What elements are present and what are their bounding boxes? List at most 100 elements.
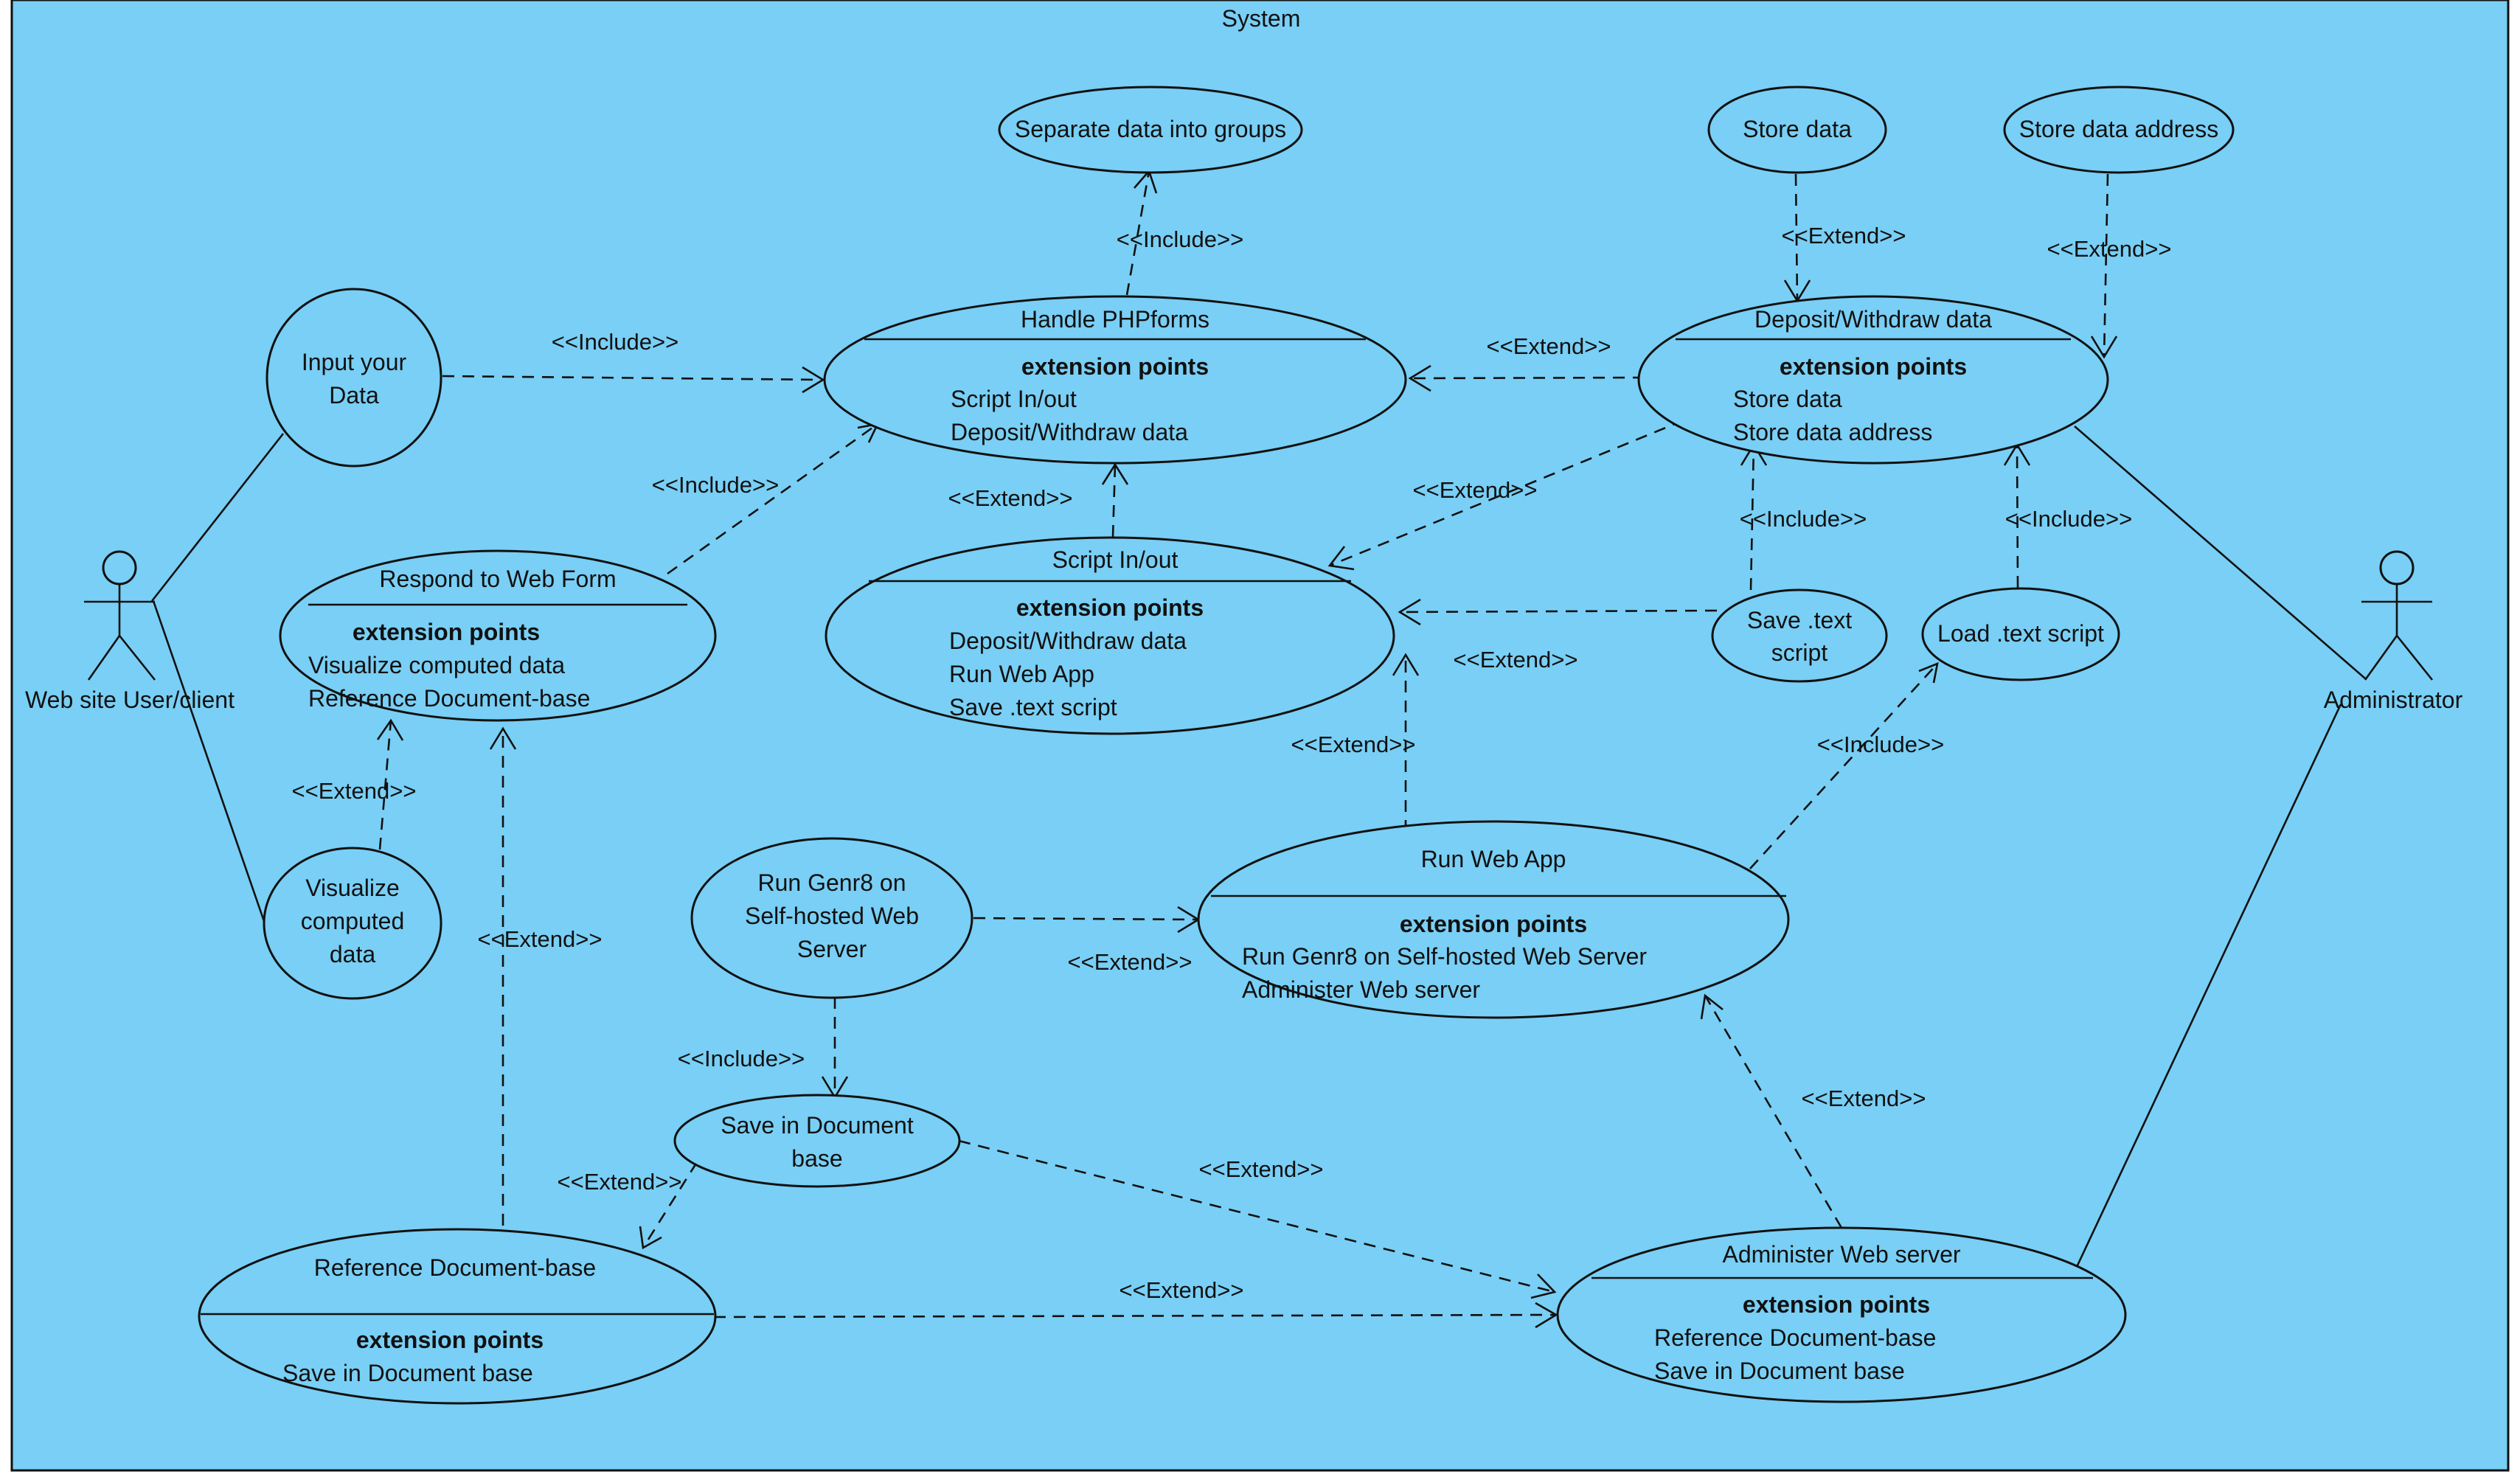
usecase-run-genr8[interactable]: Run Genr8 on Self-hosted Web Server [690,837,973,999]
usecase-script-io[interactable]: Script In/out extension points Deposit/W… [825,536,1395,735]
include-label: <<Include>> [678,1046,805,1071]
dep-input-handlephp [442,375,824,381]
usecase-name: Deposit/Withdraw data [1754,306,1992,333]
actor-user-label: Web site User/client [25,687,235,713]
extension-points-title: extension points [1780,353,1967,380]
usecase-label: Store data address [2019,116,2218,142]
extension-point: Administer Web server [1242,976,1480,1003]
extend-label: <<Extend>> [1413,477,1538,503]
usecase-handle-php[interactable]: Handle PHPforms extension points Script … [823,295,1407,465]
dep-adminweb-runweb [1704,995,1843,1229]
usecase-name: Script In/out [1052,546,1179,573]
extend-label: <<Extend>> [478,926,603,952]
include-label: <<Include>> [552,329,678,355]
dep-respond-handlephp [667,423,878,575]
actor-admin-label: Administrator [2324,687,2463,713]
extend-label: <<Extend>> [1454,647,1578,673]
extend-label: <<Extend>> [1068,949,1193,975]
usecase-label: Save .text [1747,607,1852,633]
usecase-name: Handle PHPforms [1021,306,1209,333]
extend-label: <<Extend>> [1120,1277,1244,1303]
usecase-label: Self-hosted Web [745,903,919,929]
include-label: <<Include>> [2005,506,2132,532]
usecase-label: Run Genr8 on [757,869,906,896]
usecase-save-doc[interactable]: Save in Document base [673,1094,961,1188]
extend-label: <<Extend>> [2047,236,2172,262]
extension-points-title: extension points [356,1327,544,1353]
system-boundary [10,0,2510,1472]
extend-label: <<Extend>> [1487,333,1611,359]
usecase-respond-form[interactable]: Respond to Web Form extension points Vis… [279,549,717,722]
usecase-load-text[interactable]: Load .text script [1921,587,2120,681]
usecase-visualize[interactable]: Visualize computed data [263,847,442,1000]
extension-points-title: extension points [1743,1291,1930,1318]
arrowhead [1392,653,1420,676]
arrowhead [1530,1274,1557,1299]
usecase-reference-doc[interactable]: Reference Document-base extension points… [198,1228,717,1405]
dep-storeaddr-deposit [2103,173,2109,358]
actor-leg [2395,635,2434,681]
usecase-name: Reference Document-base [314,1254,596,1281]
extension-points-title: extension points [1021,353,1209,380]
dep-storedata-deposit [1794,173,1799,302]
usecase-store-data[interactable]: Store data [1707,86,1887,174]
actor-leg [87,635,121,681]
usecase-label: computed [301,908,405,934]
include-label: <<Include>> [1817,732,1944,757]
usecase-label: Visualize [305,875,399,901]
usecase-save-text[interactable]: Save .text script [1711,588,1888,683]
extension-point: Script In/out [951,386,1077,412]
extension-point: Save in Document base [1654,1358,1905,1384]
usecase-separate[interactable]: Separate data into groups [998,86,1303,174]
arrowhead [376,718,404,741]
extend-label: <<Extend>> [1782,223,1906,249]
arrowhead [1398,598,1421,626]
usecase-administer-web[interactable]: Administer Web server extension points R… [1556,1226,2127,1403]
usecase-deposit-withdraw[interactable]: Deposit/Withdraw data extension points S… [1637,295,2109,465]
extension-point: Run Genr8 on Self-hosted Web Server [1242,943,1647,970]
usecase-name: Run Web App [1421,846,1566,872]
extension-point: Run Web App [949,661,1094,687]
assoc-user-visualize [152,600,267,926]
dep-savedoc-refdoc [642,1161,698,1248]
actor-admin[interactable]: Administrator [2324,550,2463,713]
extension-point: Store data [1733,386,1842,412]
extension-point: Deposit/Withdraw data [949,628,1187,654]
include-label: <<Include>> [652,472,779,498]
assoc-user-input [150,433,285,602]
arrowhead [1535,1302,1558,1329]
extend-label: <<Extend>> [558,1169,682,1195]
dep-savetext-scriptio [1399,609,1718,614]
extension-point: Deposit/Withdraw data [951,419,1188,445]
usecase-run-web-app[interactable]: Run Web App extension points Run Genr8 o… [1197,820,1790,1019]
assoc-admin-adminweb [2075,703,2342,1268]
extend-label: <<Extend>> [1291,732,1416,757]
dep-savetext-deposit [1749,444,1755,591]
extension-point: Save in Document base [282,1360,533,1386]
extension-points-title: extension points [353,619,540,645]
assoc-admin-deposit [2074,425,2366,679]
extension-points-title: extension points [1400,911,1587,937]
usecase-store-address[interactable]: Store data address [2003,86,2235,174]
arrowhead [1327,546,1355,571]
usecase-name: Administer Web server [1722,1241,1960,1268]
usecase-input-data[interactable]: Input your Data [265,288,442,468]
extension-point: Save .text script [949,694,1117,720]
arrowhead [1408,364,1431,392]
actor-head [102,550,137,586]
actor-user[interactable]: Web site User/client [25,550,235,713]
usecase-label: Server [797,936,867,962]
extend-label: <<Extend>> [292,778,417,804]
usecase-name: Respond to Web Form [379,566,616,592]
extend-label: <<Extend>> [1199,1156,1324,1182]
arrowhead [1101,462,1129,485]
arrowhead [639,1226,662,1250]
usecase-label: data [330,941,375,967]
extension-points-title: extension points [1016,594,1204,621]
actor-leg [2364,635,2398,681]
dep-runGenr8-runweb [973,917,1199,921]
extension-point: Store data address [1733,419,1932,445]
dep-scriptio-handlephp [1111,464,1117,538]
usecase-label: Save in Document [721,1112,914,1139]
